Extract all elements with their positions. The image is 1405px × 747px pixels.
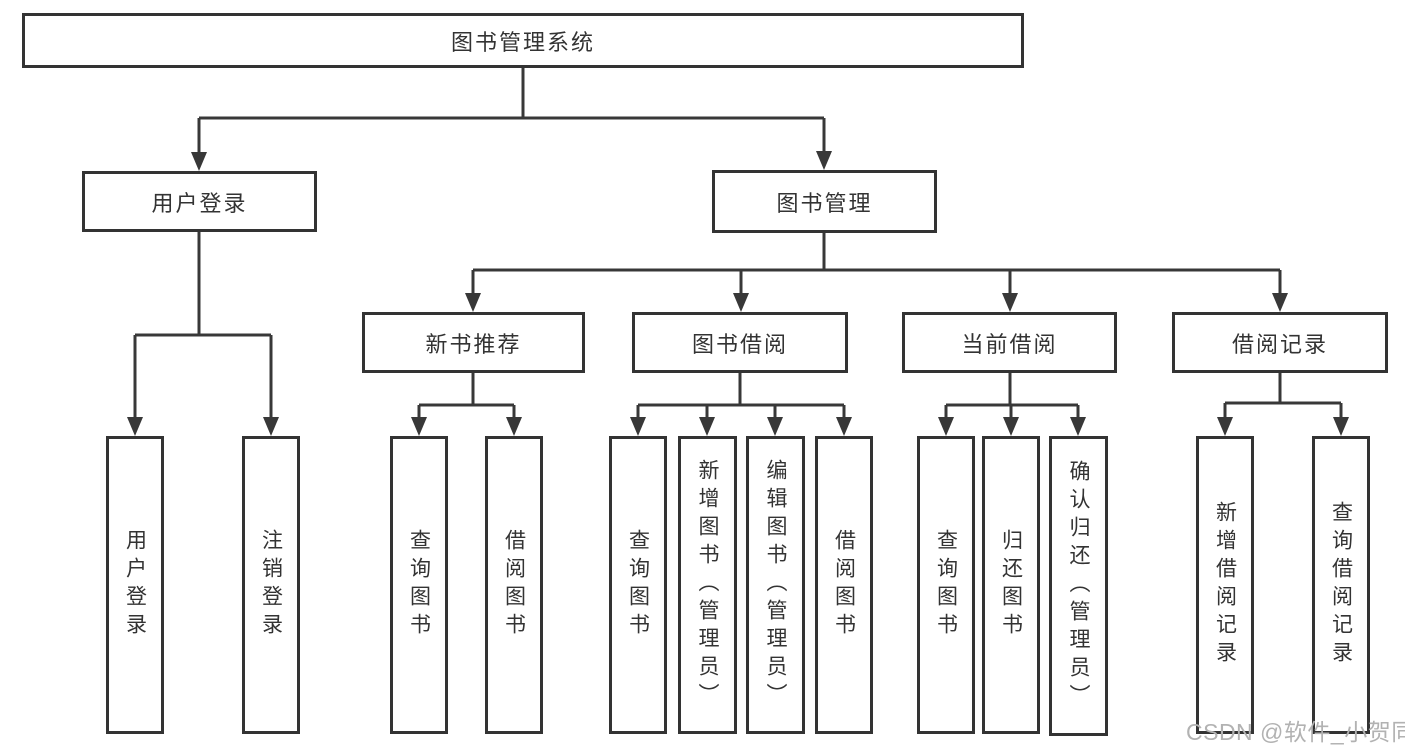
node-root-label: 图书管理系统 <box>450 29 595 55</box>
node-borrow-record-label: 借阅记录 <box>1231 331 1328 357</box>
leaf-label: 确认归还（管理员） <box>1067 460 1090 712</box>
leaf-label: 查询借阅记录 <box>1329 501 1353 669</box>
leaf-query-book-current: 查询图书 <box>917 436 975 734</box>
leaf-label: 借阅图书 <box>502 529 526 641</box>
arrowheads <box>127 151 1349 436</box>
node-root: 图书管理系统 <box>22 13 1024 68</box>
leaf-borrow-book: 借阅图书 <box>815 436 873 734</box>
csdn-watermark: CSDN @软件_小贺同学 <box>1186 719 1405 745</box>
leaf-label: 新增借阅记录 <box>1213 501 1237 669</box>
leaf-label: 查询图书 <box>626 529 650 641</box>
leaf-user-login-label: 用户登录 <box>123 529 147 641</box>
leaf-user-login: 用户登录 <box>106 436 164 734</box>
node-book-borrow-label: 图书借阅 <box>691 331 788 357</box>
leaf-confirm-return-admin: 确认归还（管理员） <box>1049 436 1108 736</box>
leaf-borrow-book-recommend: 借阅图书 <box>485 436 543 734</box>
node-user-login: 用户登录 <box>82 171 317 232</box>
leaf-return-book: 归还图书 <box>982 436 1040 734</box>
leaf-query-book-recommend: 查询图书 <box>390 436 448 734</box>
leaf-query-book-borrow: 查询图书 <box>609 436 667 734</box>
leaf-logout: 注销登录 <box>242 436 300 734</box>
leaf-query-borrow-record: 查询借阅记录 <box>1312 436 1370 734</box>
leaf-label: 新增图书（管理员） <box>696 459 719 711</box>
node-book-management-label: 图书管理 <box>776 190 873 216</box>
node-current-borrow-label: 当前借阅 <box>961 331 1058 357</box>
leaf-label: 编辑图书（管理员） <box>764 459 787 711</box>
leaf-add-book-admin: 新增图书（管理员） <box>678 436 737 734</box>
node-borrow-record: 借阅记录 <box>1172 312 1388 373</box>
node-book-borrow: 图书借阅 <box>632 312 848 373</box>
leaf-label: 查询图书 <box>934 529 958 641</box>
node-current-borrow: 当前借阅 <box>902 312 1117 373</box>
node-new-book-recommend-label: 新书推荐 <box>425 331 522 357</box>
leaf-label: 归还图书 <box>999 529 1023 641</box>
leaf-edit-book-admin: 编辑图书（管理员） <box>746 436 805 734</box>
leaf-label: 借阅图书 <box>832 529 856 641</box>
node-book-management: 图书管理 <box>712 170 937 233</box>
leaf-label: 查询图书 <box>407 529 431 641</box>
leaf-logout-label: 注销登录 <box>259 529 283 641</box>
leaf-add-borrow-record: 新增借阅记录 <box>1196 436 1254 734</box>
node-user-login-label: 用户登录 <box>151 190 248 216</box>
node-new-book-recommend: 新书推荐 <box>362 312 585 373</box>
